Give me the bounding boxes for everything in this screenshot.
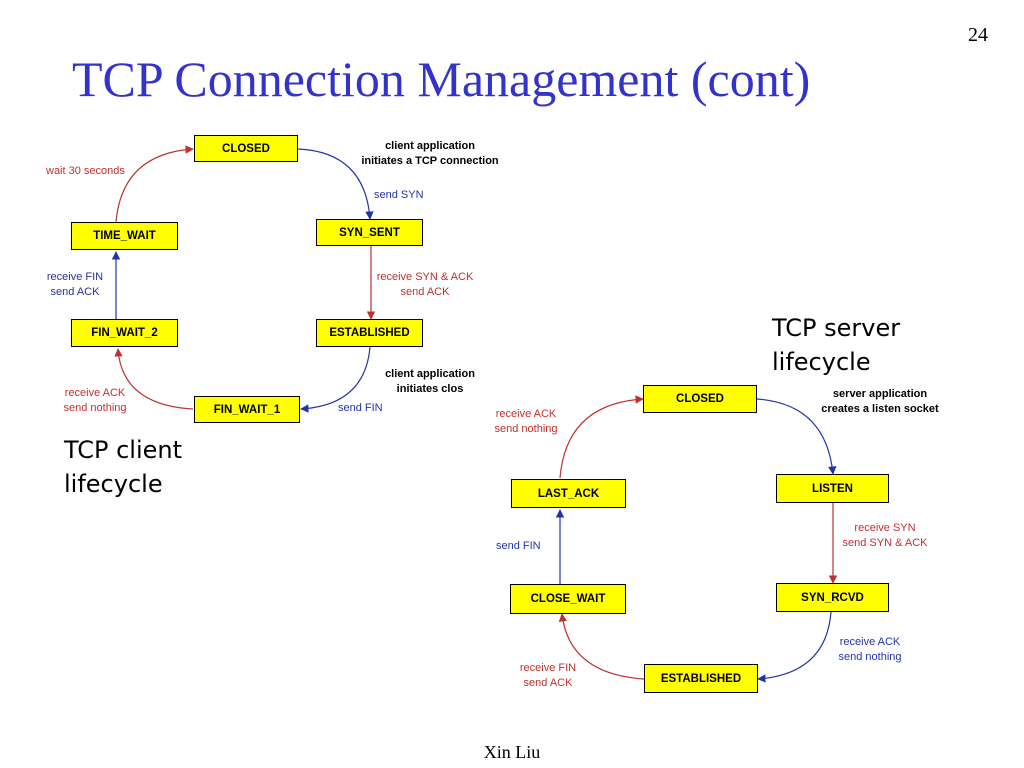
server-state-last-ack: LAST_ACK [511, 479, 626, 508]
client-state-closed: CLOSED [194, 135, 298, 162]
client-label-receive-fin: receive FIN send ACK [46, 271, 104, 298]
client-label-app-closes: client application initiates clos [385, 368, 475, 395]
slide-title: TCP Connection Management (cont) [72, 51, 811, 107]
client-lifecycle-caption: TCP client lifecycle [64, 436, 183, 498]
server-label-receive-ack: receive ACK send nothing [838, 636, 902, 663]
server-state-close-wait: CLOSE_WAIT [510, 584, 626, 614]
client-label-receive-ack: receive ACK send nothing [63, 387, 127, 414]
server-syn-rcvd-to-established-arrow [757, 611, 832, 683]
client-label-app-initiates: client application initiates a TCP conne… [361, 140, 499, 167]
server-label-receive-syn: receive SYN send SYN & ACK [842, 522, 928, 549]
client-state-established: ESTABLISHED [316, 319, 423, 347]
server-state-established: ESTABLISHED [644, 664, 758, 693]
server-state-listen: LISTEN [776, 474, 889, 503]
server-label-last-ack-receive: receive ACK send nothing [494, 408, 558, 435]
footer-author: Xin Liu [483, 742, 541, 762]
client-label-wait-30: wait 30 seconds [46, 165, 125, 177]
client-established-to-fin-wait-1-arrow [300, 346, 371, 413]
server-state-closed: CLOSED [643, 385, 757, 413]
client-label-send-fin: send FIN [338, 402, 383, 414]
client-fin-wait-1-to-fin-wait-2-arrow [114, 348, 194, 410]
client-state-syn-sent: SYN_SENT [316, 219, 423, 246]
server-lifecycle-caption: TCP server lifecycle [772, 314, 901, 376]
client-closed-to-syn-sent-arrow [297, 148, 374, 220]
server-label-receive-fin: receive FIN send ACK [519, 662, 577, 689]
server-closed-to-listen-arrow [756, 398, 837, 475]
client-label-receive-synack: receive SYN & ACK send ACK [376, 271, 474, 298]
server-label-app-listen: server application creates a listen sock… [821, 388, 939, 415]
client-time-wait-to-closed-arrow [115, 145, 194, 223]
server-last-ack-to-closed-arrow [559, 395, 644, 479]
slide-number: 24 [968, 24, 988, 46]
server-established-to-close-wait-arrow [558, 613, 645, 680]
client-state-fin-wait-2: FIN_WAIT_2 [71, 319, 178, 347]
client-state-fin-wait-1: FIN_WAIT_1 [194, 396, 300, 423]
client-state-time-wait: TIME_WAIT [71, 222, 178, 250]
server-state-syn-rcvd: SYN_RCVD [776, 583, 889, 612]
client-label-send-syn: send SYN [374, 189, 424, 201]
server-label-send-fin: send FIN [496, 540, 541, 552]
